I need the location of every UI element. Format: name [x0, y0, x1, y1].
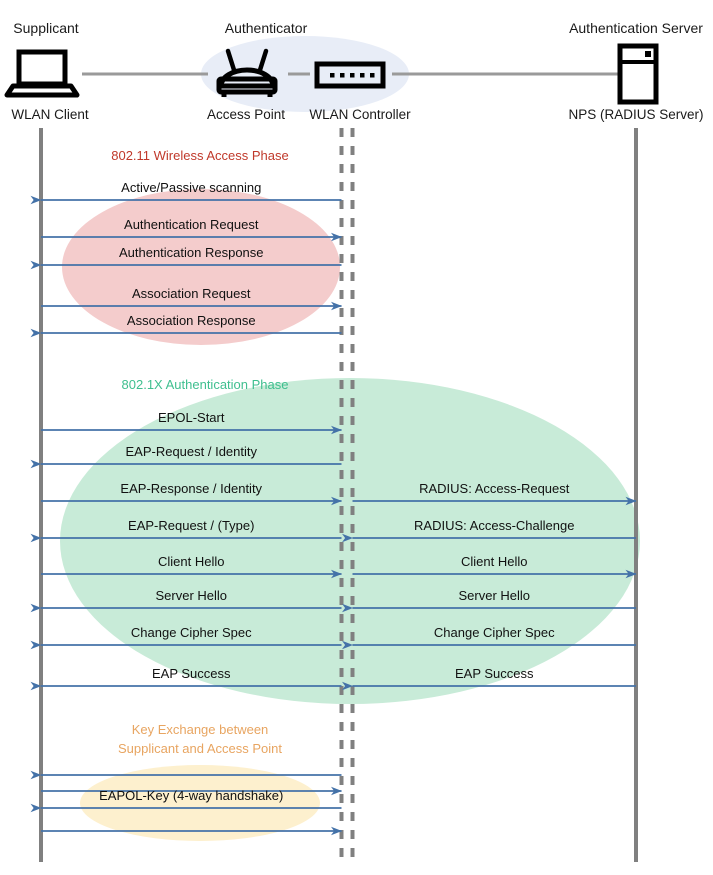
phase-title-key-exchange-line1: Key Exchange between [131, 722, 269, 737]
message-label-left-0: Active/Passive scanning [121, 180, 262, 195]
message-label-right-0: RADIUS: Access-Request [419, 481, 570, 496]
message-label-left-4: Association Response [126, 313, 256, 328]
message-label-left-9: Client Hello [158, 554, 225, 569]
message-label-left-2: Authentication Response [118, 245, 264, 260]
laptop-icon [4, 49, 80, 98]
left-message-arrows [30, 195, 342, 836]
message-label-right-3: Server Hello [458, 588, 531, 603]
message-label-left-11: Change Cipher Spec [130, 625, 252, 640]
message-label-left-10: Server Hello [155, 588, 228, 603]
actor-device-nps-radius-server: NPS (RADIUS Server) [568, 107, 704, 122]
wlan-controller-icon [314, 61, 386, 89]
message-label-left-6: EAP-Request / Identity [125, 444, 258, 459]
message-label-left-15: EAPOL-Key (4-way handshake) [99, 788, 284, 803]
phase-key-ellipse [80, 765, 320, 841]
actor-role-authenticator: Authenticator [224, 20, 308, 36]
message-label-left-8: EAP-Request / (Type) [128, 518, 255, 533]
message-label-left-3: Association Request [131, 286, 251, 301]
message-label-left-1: Authentication Request [124, 217, 259, 232]
phase-8021x-ellipse [60, 378, 640, 704]
message-label-right-2: Client Hello [461, 554, 528, 569]
right-message-arrows [342, 496, 637, 691]
phase-title-key-exchange-line2: Supplicant and Access Point [117, 741, 283, 756]
actor-device-access-point: Access Point [206, 107, 286, 122]
phase-title-80211: 802.11 Wireless Access Phase [111, 148, 289, 163]
message-label-right-4: Change Cipher Spec [433, 625, 555, 640]
server-icon [617, 43, 659, 105]
actor-role-supplicant: Supplicant [13, 20, 79, 36]
access-point-icon [216, 48, 278, 97]
message-label-right-1: RADIUS: Access-Challenge [414, 518, 575, 533]
message-label-left-12: EAP Success [151, 666, 231, 681]
phase-title-8021x: 802.1X Authentication Phase [121, 377, 289, 392]
message-label-left-5: EPOL-Start [158, 410, 225, 425]
actor-role-authentication-server: Authentication Server [569, 20, 703, 36]
message-label-left-7: EAP-Response / Identity [120, 481, 263, 496]
actor-device-wlan-client: WLAN Client [11, 107, 89, 122]
actor-device-wlan-controller: WLAN Controller [309, 107, 411, 122]
message-label-right-5: EAP Success [454, 666, 534, 681]
